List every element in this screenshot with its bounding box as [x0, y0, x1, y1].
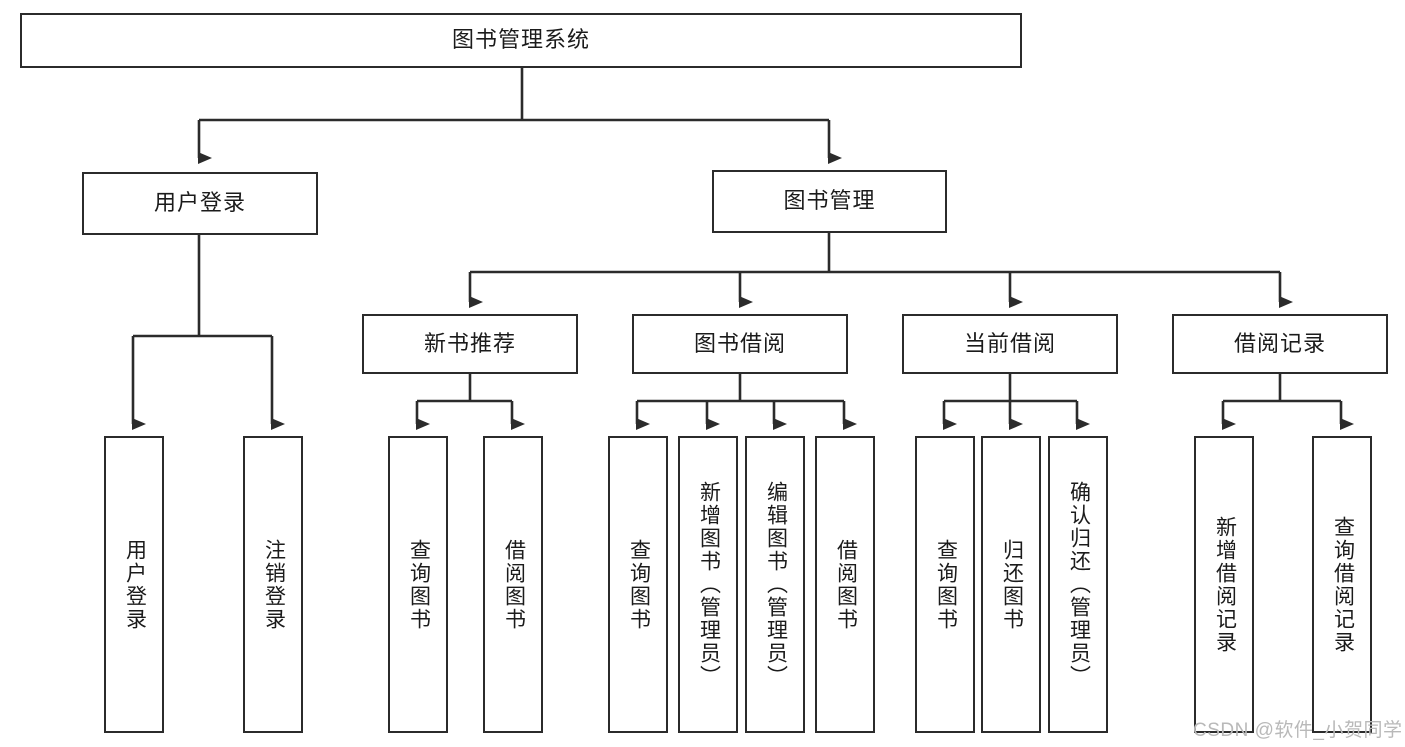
node-leaf-query-record[interactable]: 查询借阅记录: [1312, 436, 1372, 733]
node-new-book-rec-label: 新书推荐: [423, 330, 516, 356]
node-user-login[interactable]: 用户登录: [82, 172, 318, 235]
node-leaf-borrow-book-1-label: 借阅图书: [502, 538, 526, 631]
node-borrow-record[interactable]: 借阅记录: [1172, 314, 1388, 374]
node-leaf-borrow-book-2[interactable]: 借阅图书: [815, 436, 875, 733]
node-leaf-add-book[interactable]: 新增图书（管理员）: [678, 436, 738, 733]
node-leaf-add-record[interactable]: 新增借阅记录: [1194, 436, 1254, 733]
node-leaf-edit-book[interactable]: 编辑图书（管理员）: [745, 436, 805, 733]
node-leaf-add-record-label: 新增借阅记录: [1213, 515, 1237, 654]
node-leaf-user-login-label: 用户登录: [123, 538, 147, 631]
node-leaf-query-book-2-label: 查询图书: [627, 538, 651, 631]
node-book-borrow[interactable]: 图书借阅: [632, 314, 848, 374]
node-borrow-record-label: 借阅记录: [1233, 330, 1326, 356]
node-leaf-query-record-label: 查询借阅记录: [1331, 515, 1355, 654]
node-leaf-borrow-book-1[interactable]: 借阅图书: [483, 436, 543, 733]
node-leaf-borrow-book-2-label: 借阅图书: [834, 538, 858, 631]
node-leaf-query-book-1-label: 查询图书: [407, 538, 431, 631]
node-leaf-query-book-2[interactable]: 查询图书: [608, 436, 668, 733]
node-book-borrow-label: 图书借阅: [693, 330, 786, 356]
node-book-manage[interactable]: 图书管理: [712, 170, 947, 233]
node-new-book-rec[interactable]: 新书推荐: [362, 314, 578, 374]
node-leaf-add-book-label: 新增图书（管理员）: [697, 481, 721, 688]
node-leaf-edit-book-label: 编辑图书（管理员）: [764, 481, 788, 688]
node-leaf-logout-login[interactable]: 注销登录: [243, 436, 303, 733]
node-book-manage-label: 图书管理: [783, 188, 876, 214]
node-root[interactable]: 图书管理系统: [20, 13, 1022, 68]
node-leaf-query-book-1[interactable]: 查询图书: [388, 436, 448, 733]
node-current-borrow-label: 当前借阅: [963, 330, 1056, 356]
node-leaf-user-login[interactable]: 用户登录: [104, 436, 164, 733]
node-leaf-query-book-3-label: 查询图书: [934, 538, 958, 631]
node-leaf-logout-login-label: 注销登录: [262, 538, 286, 631]
node-leaf-confirm-return[interactable]: 确认归还（管理员）: [1048, 436, 1108, 733]
node-root-label: 图书管理系统: [451, 27, 590, 53]
node-leaf-return-book[interactable]: 归还图书: [981, 436, 1041, 733]
node-leaf-query-book-3[interactable]: 查询图书: [915, 436, 975, 733]
node-current-borrow[interactable]: 当前借阅: [902, 314, 1118, 374]
node-user-login-label: 用户登录: [153, 190, 246, 216]
node-leaf-return-book-label: 归还图书: [1000, 538, 1024, 631]
csdn-watermark: CSDN @软件_小贺同学: [1193, 720, 1403, 741]
node-leaf-confirm-return-label: 确认归还（管理员）: [1067, 481, 1091, 688]
